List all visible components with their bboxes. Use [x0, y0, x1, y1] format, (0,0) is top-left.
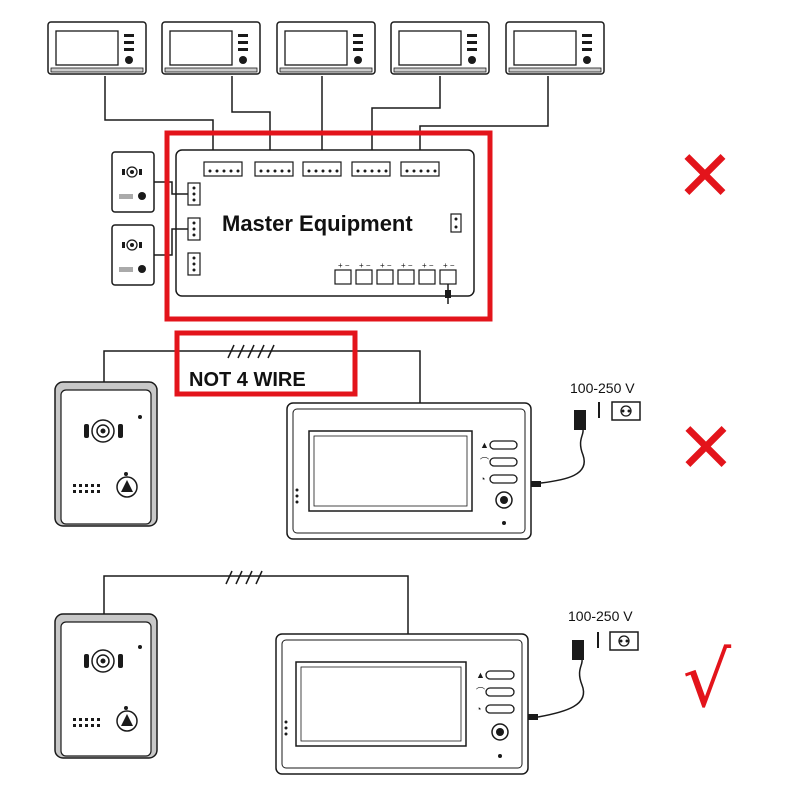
- not-4-wire-label: NOT 4 WIRE: [189, 369, 306, 391]
- top-monitor-wires: [104, 76, 549, 162]
- monitor-bottom: ▲ ⌒ ◔: [275, 633, 538, 775]
- svg-text:+ −: + −: [443, 261, 455, 270]
- svg-text:+ −: + −: [380, 261, 392, 270]
- power-label-middle: 100-250 V: [570, 380, 635, 396]
- power-label-bottom: 100-250 V: [568, 608, 633, 624]
- bottom-wires: [103, 570, 409, 634]
- monitor-1: [47, 21, 147, 75]
- power-adapter-bottom: [537, 631, 639, 718]
- master-highlight-box: [164, 130, 493, 322]
- monitor-3: [276, 21, 376, 75]
- middle-wrong-mark: ✕: [677, 407, 736, 489]
- svg-text:◔: ◔: [480, 474, 485, 484]
- svg-text:⌒: ⌒: [480, 457, 489, 467]
- svg-text:◔: ◔: [476, 704, 481, 714]
- svg-text:+ −: + −: [401, 261, 413, 270]
- svg-text:⌒: ⌒: [476, 687, 485, 697]
- top-monitors: [47, 21, 605, 75]
- middle-wires: [103, 344, 421, 403]
- not-4-wire-highlight-box: [174, 330, 358, 397]
- power-adapter-middle: [540, 401, 641, 484]
- svg-text:▲: ▲: [476, 670, 485, 680]
- svg-text:▲: ▲: [480, 440, 489, 450]
- door-station-middle: [54, 381, 158, 527]
- top-wrong-mark: ✕: [676, 135, 735, 217]
- door-station-wires: [154, 181, 188, 256]
- master-equipment: + − + − + − + − + − + − Master Equipment: [175, 149, 475, 304]
- svg-text:+ −: + −: [359, 261, 371, 270]
- master-equipment-label: Master Equipment: [222, 211, 413, 236]
- monitor-2: [161, 21, 261, 75]
- svg-text:+ −: + −: [422, 261, 434, 270]
- monitor-5: [505, 21, 605, 75]
- svg-text:+ −: + −: [338, 261, 350, 270]
- door-station-small-1: [111, 151, 155, 213]
- bottom-correct-mark: √: [683, 635, 732, 724]
- monitor-4: [390, 21, 490, 75]
- door-station-bottom: [54, 613, 158, 759]
- monitor-middle: ▲ ⌒ ◔: [286, 402, 541, 540]
- door-station-small-2: [111, 224, 155, 286]
